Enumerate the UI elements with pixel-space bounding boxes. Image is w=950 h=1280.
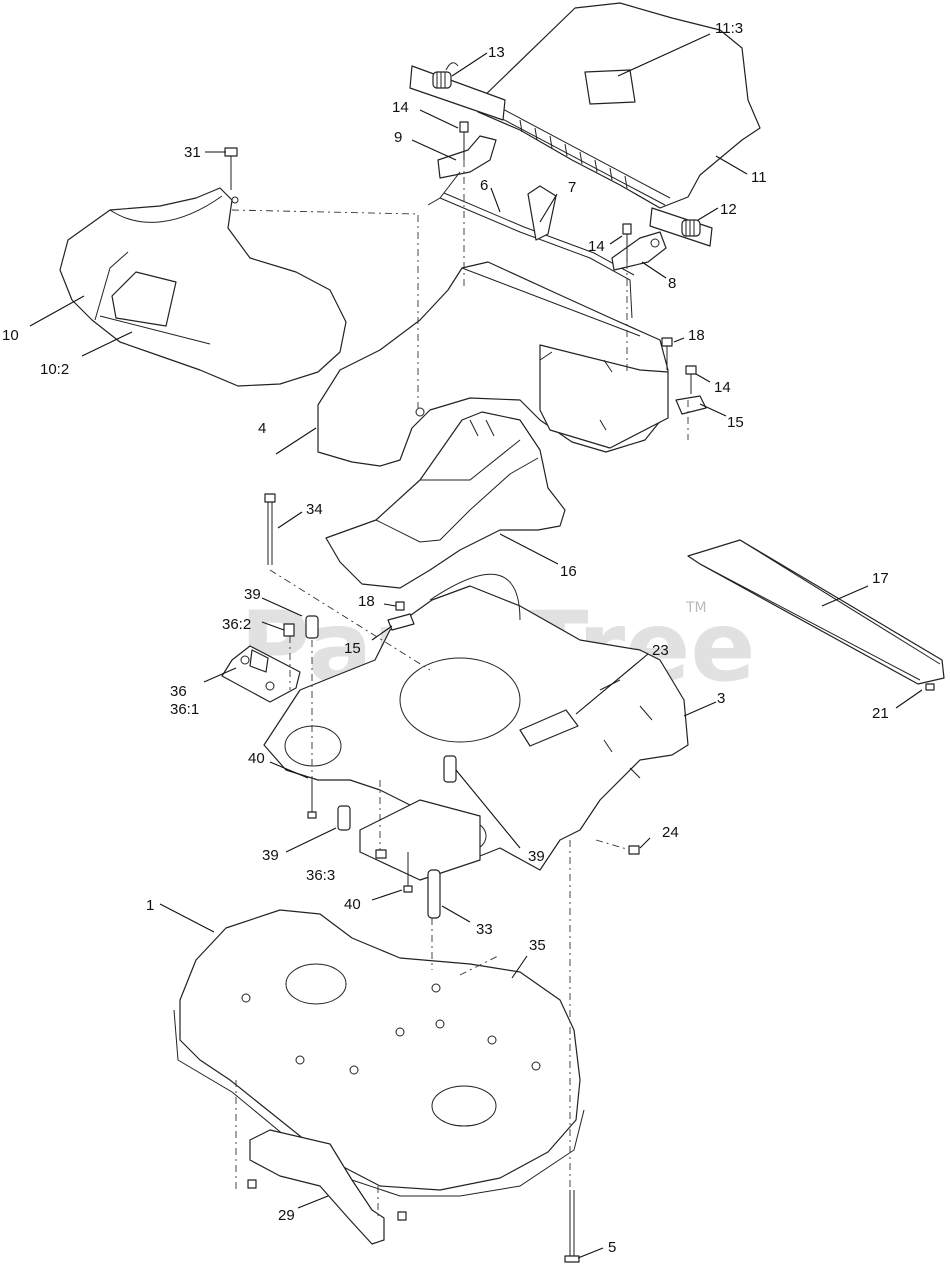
callout-15-upper: 15 (727, 414, 744, 431)
part-13-spring (409, 62, 506, 121)
callout-1: 1 (146, 897, 154, 914)
part-9-bracket (427, 135, 497, 206)
part-14-bolt-right (685, 365, 697, 394)
part-18-bolt-mid (395, 601, 405, 611)
part-40-bolt-lower (403, 852, 413, 893)
callout-labels: 11:3 13 14 9 11 12 7 6 14 8 31 10 10:2 1… (2, 20, 889, 1256)
callout-16: 16 (560, 563, 577, 580)
callout-11: 11 (751, 169, 767, 186)
callout-8: 8 (668, 275, 676, 292)
part-14-bolt-mid (622, 223, 632, 262)
part-36-plate (221, 645, 301, 703)
callout-21: 21 (872, 705, 889, 722)
leader-lines (29, 33, 923, 1259)
callout-10-2: 10:2 (40, 361, 69, 378)
callout-14-upper: 14 (392, 99, 409, 116)
part-36-2-bolt (283, 623, 295, 637)
callout-13: 13 (488, 44, 505, 61)
part-10-2-decal (111, 271, 177, 327)
part-31-bolt (224, 147, 238, 190)
part-1-deck (173, 909, 585, 1197)
callout-24: 24 (662, 824, 679, 841)
callout-36: 36 (170, 683, 187, 700)
part-15-bracket-upper (675, 395, 707, 415)
callout-29: 29 (278, 1207, 295, 1224)
callout-34: 34 (306, 501, 323, 518)
callout-33: 33 (476, 921, 493, 938)
part-21-screw (925, 683, 935, 691)
callout-18-upper: 18 (688, 327, 705, 344)
callout-9: 9 (394, 129, 402, 146)
callout-14-mid: 14 (588, 238, 605, 255)
callout-39-lower: 39 (262, 847, 279, 864)
part-24-nut (628, 845, 640, 855)
alignment-lines (231, 160, 689, 1216)
callout-39-right: 39 (528, 848, 545, 865)
part-39-spacer-lower-left (337, 805, 351, 831)
part-8-bracket (611, 231, 667, 271)
part-11-3-decal (584, 69, 636, 105)
part-40-bolt-left (307, 780, 317, 819)
callout-12: 12 (720, 201, 737, 218)
callout-15-mid: 15 (344, 640, 361, 657)
part-39-spacer-right (443, 755, 457, 783)
callout-4: 4 (258, 420, 266, 437)
part-4-shroud (317, 261, 669, 467)
callout-31: 31 (184, 144, 201, 161)
callout-11-3: 11:3 (715, 20, 743, 37)
part-10-seat (59, 187, 347, 387)
part-11-seat-cover (475, 2, 761, 209)
part-14-bolt-upper (459, 121, 469, 160)
part-5-bolt (564, 1190, 580, 1263)
watermark-trademark: TM (685, 600, 707, 616)
part-36-3-nut (375, 849, 387, 859)
callout-7: 7 (568, 179, 576, 196)
callout-35: 35 (529, 937, 546, 954)
part-29-screw-left (247, 1179, 257, 1189)
part-18-bolt-upper (661, 337, 673, 370)
callout-10: 10 (2, 327, 19, 344)
part-16-support (325, 411, 566, 589)
callout-36-2: 36:2 (222, 616, 251, 633)
callout-5: 5 (608, 1239, 616, 1256)
callout-17: 17 (872, 570, 889, 587)
part-29-screw-right (397, 1211, 407, 1221)
callout-40-left: 40 (248, 750, 265, 767)
callout-39-upper: 39 (244, 586, 261, 603)
part-33-spacer (427, 869, 441, 919)
part-7-handle (527, 185, 557, 241)
part-29-bracket (249, 1129, 385, 1245)
part-17-rail (687, 539, 945, 685)
callout-3: 3 (717, 690, 725, 707)
part-39-spacer-upper (305, 615, 319, 639)
callout-40-lower: 40 (344, 896, 361, 913)
callout-23: 23 (652, 642, 669, 659)
callout-14-right: 14 (714, 379, 731, 396)
part-12-spring (649, 207, 713, 247)
part-3-frame (263, 573, 689, 881)
part-34-bolt (264, 493, 276, 565)
callout-6: 6 (480, 177, 488, 194)
callout-36-3: 36:3 (306, 867, 335, 884)
callout-36-1: 36:1 (170, 701, 199, 718)
callout-18-mid: 18 (358, 593, 375, 610)
